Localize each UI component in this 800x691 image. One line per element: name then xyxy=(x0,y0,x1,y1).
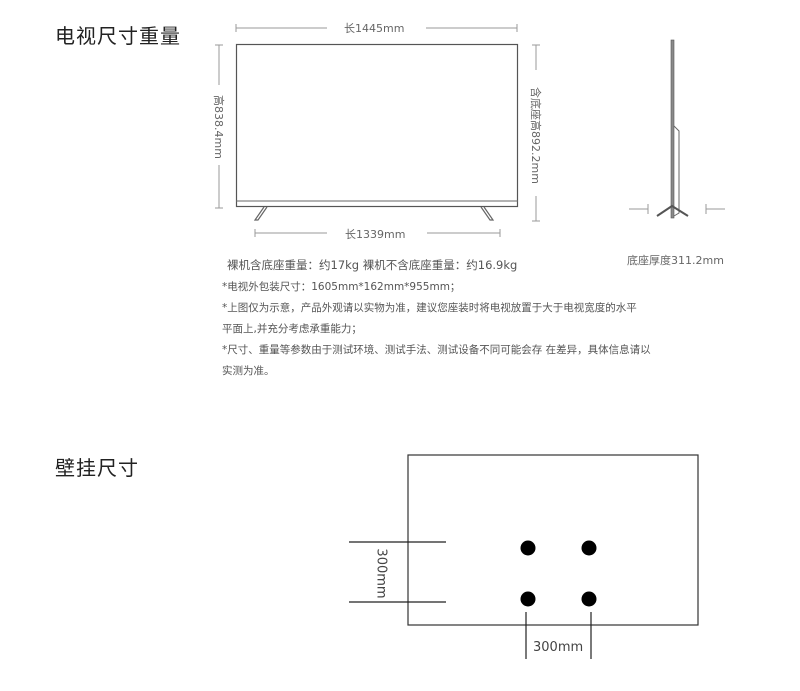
mount-holes xyxy=(520,540,597,607)
note-line: *电视外包装尺寸：1605mm*162mm*955mm； xyxy=(222,281,461,293)
height-with-stand-dimension-line xyxy=(532,44,540,222)
width-label: 长1445mm xyxy=(344,22,405,35)
vertical-spacing-label: 300mm xyxy=(373,548,389,599)
tv-front-outline xyxy=(235,43,519,208)
notes-block: *电视外包装尺寸：1605mm*162mm*955mm； *上图仅为示意，产品外… xyxy=(222,277,702,382)
width-dimension-line xyxy=(235,24,518,32)
section-title-size-weight: 电视尺寸重量 xyxy=(55,24,181,48)
horizontal-spacing-label: 300mm xyxy=(533,640,584,655)
stand-depth-label: 底座厚度311.2mm xyxy=(627,254,724,267)
tv-side-view xyxy=(629,39,725,219)
section-title-wall-mount: 壁挂尺寸 xyxy=(55,456,139,480)
note-line: *上图仅为示意，产品外观请以实物为准，建议您座装时将电视放置于大于电视宽度的水平 xyxy=(222,302,637,314)
note-line: 实测为准。 xyxy=(222,365,275,377)
stand-span-label: 长1339mm xyxy=(345,228,406,241)
height-label: 高838.4mm xyxy=(212,95,225,159)
weights-text: 裸机含底座重量：约17kg 裸机不含底座重量：约16.9kg xyxy=(227,258,518,272)
wall-mount-diagram xyxy=(349,454,699,659)
height-with-stand-label: 含底座高892.2mm xyxy=(529,87,542,184)
note-line: *尺寸、重量等参数由于测试环境、测试手法、测试设备不同可能会存 在差异，具体信息… xyxy=(222,344,651,356)
height-dimension-line xyxy=(215,44,223,209)
tv-front-stand xyxy=(253,206,495,221)
note-line: 平面上,并充分考虑承重能力； xyxy=(222,323,362,335)
stand-span-dimension-line xyxy=(254,229,501,237)
